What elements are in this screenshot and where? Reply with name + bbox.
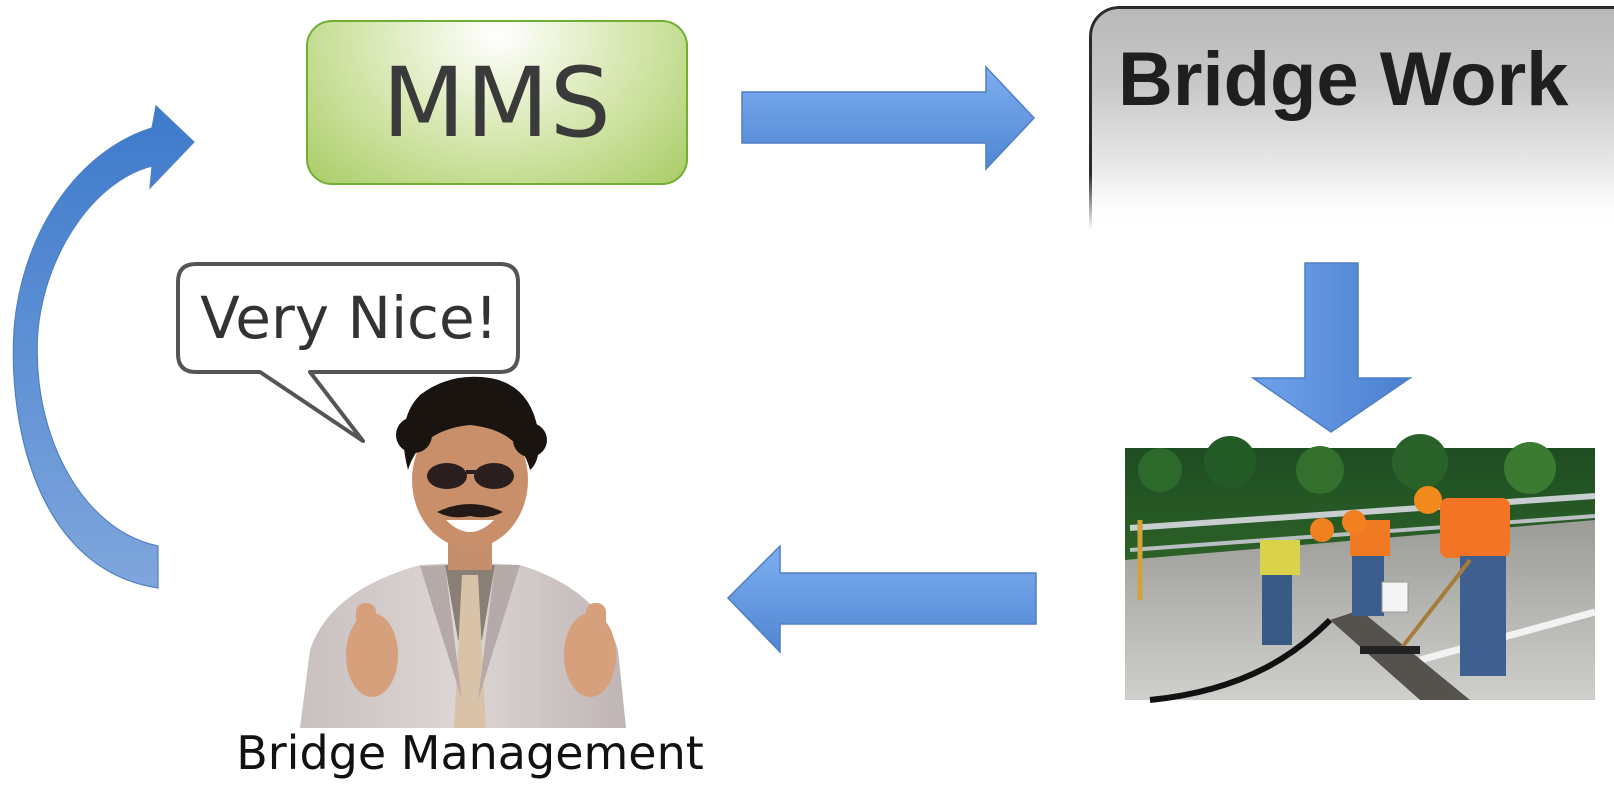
thumbs-up-person <box>300 376 626 728</box>
workers-photo <box>1125 434 1596 703</box>
bridge-work-box <box>1089 6 1614 230</box>
speech-bubble <box>176 262 520 443</box>
arrow-left <box>726 544 1037 654</box>
mms-box: MMS <box>306 20 688 185</box>
bridge-management-label: Bridge Management <box>236 726 704 780</box>
speech-bubble-text: Very Nice! <box>200 284 498 352</box>
mms-label: MMS <box>382 46 612 159</box>
arrow-right <box>741 65 1036 171</box>
curved-arrow-up <box>12 104 195 589</box>
arrow-down <box>1250 262 1413 433</box>
bridge-work-label: Bridge Work <box>1118 37 1569 122</box>
